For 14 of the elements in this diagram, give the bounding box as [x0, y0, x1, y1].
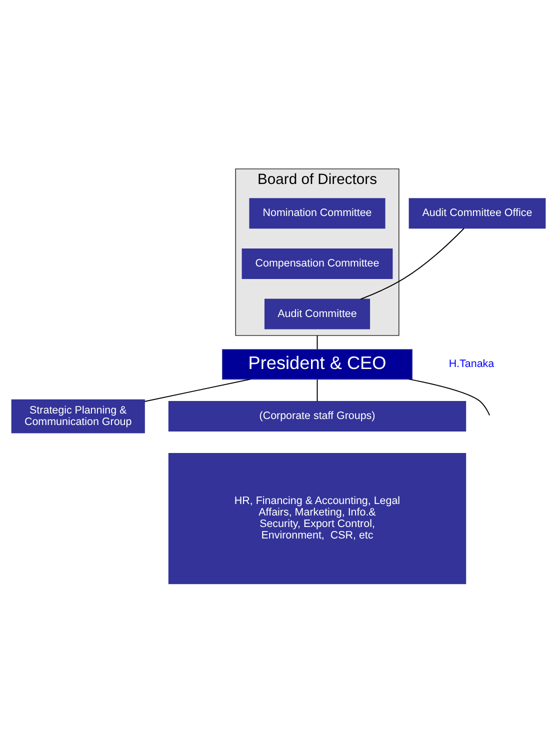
- connector: [360, 228, 465, 300]
- node-box: Audit Committee: [264, 298, 370, 330]
- node-box: HR, Financing & Accounting, Legal Affairs, Marketing, Info.& Security, Export Control, Environment, CSR, etc: [168, 453, 466, 584]
- node-box: Strategic Planning & Communication Group: [11, 399, 145, 434]
- node-box: (Corporate staff Groups): [168, 401, 466, 432]
- connector: [316, 334, 318, 350]
- node-box: Compensation Committee: [242, 248, 393, 279]
- connector: [316, 378, 318, 402]
- connector: [144, 378, 251, 402]
- node-label: H.Tanaka: [448, 358, 494, 370]
- node-box: Audit Committee Office: [408, 198, 546, 229]
- node-box: President & CEO: [222, 349, 412, 380]
- node-box: Nomination Committee: [249, 198, 386, 229]
- connector: [408, 378, 490, 416]
